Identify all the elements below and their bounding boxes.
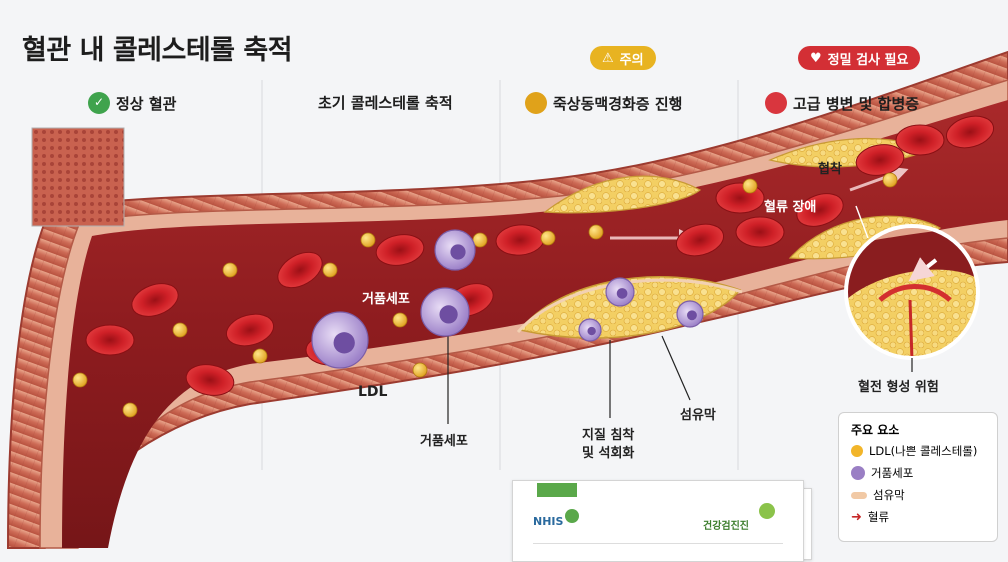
artery-lumen [62,100,1008,548]
stage-normal: ✓ 정상 혈관 [88,92,176,114]
red-blood-cell [277,251,323,289]
stage-advanced-label: 고급 병변 및 합병증 [793,94,920,113]
legend-item-foam-cell: 거품세포 [851,465,913,481]
foam-cell-icon [851,466,865,480]
ldl-particles [72,172,898,418]
stage-progression: 죽상동맥경화증 진행 [525,92,682,114]
red-blood-cell [225,313,275,347]
ldl-particle [172,322,188,338]
red-blood-cell [675,223,725,257]
checkup-logo-icon [759,503,775,519]
foam-cell-nucleus [439,305,458,324]
legend-item-label: 혈류 [867,510,890,524]
blood-flow-arrow-icon: ➜ [851,509,862,525]
upper-plaque [543,175,702,214]
caution-badge-label: 주의 [619,52,644,68]
red-blood-cell [131,283,179,317]
nhis-logo-bar [537,483,577,497]
document-rule [533,543,783,544]
red-blood-cell [375,234,425,266]
ldl-particle [472,232,488,248]
warning-triangle-icon: ⚠ [602,50,614,66]
legend-item-ldl: LDL(나쁜 콜레스테롤) [851,443,977,459]
ldl-particle [882,172,898,188]
stage-advanced: 고급 병변 및 합병증 [765,92,919,114]
stage-normal-label: 정상 혈관 [116,94,177,113]
legend-item-label: LDL(나쁜 콜레스테롤) [869,444,978,458]
red-blood-cell [895,124,945,156]
legend-item-fibrous-cap: 섬유막 [851,487,905,503]
foam-cell-nucleus [616,288,628,299]
stomach-icon [525,92,547,114]
checkup-badge: ♥ 정밀 검사 필요 [798,46,921,70]
foam-cell-nucleus [587,326,596,336]
legend-item-label: 섬유막 [873,488,905,502]
ldl-particle [360,232,376,248]
stage-early: 초기 콜레스테롤 축적 [318,92,453,113]
leader-lines [447,335,913,424]
callout-ldl: LDL [358,384,388,400]
foam-cell-nucleus [333,332,355,354]
callout-fibrous-cap: 섬유막 [680,408,716,423]
heart-pulse-icon: ♥ [810,50,822,66]
ldl-particle-icon [851,445,863,457]
nhis-leaf-icon [565,509,579,523]
legend-box: 주요 요소 LDL(나쁜 콜레스테롤) 거품세포 섬유막 ➜ 혈류 [838,412,998,542]
legend-item-label: 거품세포 [871,466,914,480]
stage-progression-label: 죽상동맥경화증 진행 [553,94,683,113]
caution-badge: ⚠ 주의 [590,46,656,70]
foam-cell-nucleus [450,244,466,260]
callout-flow-disruption: 혈류 장애 [764,200,817,215]
red-blood-cell [185,364,235,396]
ldl-particle [412,362,428,378]
foam-cells [311,229,704,369]
callout-lipid-line1: 지질 침착 [582,428,635,443]
stage-early-label: 초기 콜레스테롤 축적 [318,94,453,112]
legend-title: 주요 요소 [851,423,900,437]
checkup-badge-label: 정밀 검사 필요 [827,52,909,68]
ldl-particle [222,262,238,278]
checkup-logo: 건강검진진 [703,521,749,532]
health-checkup-document: NHIS 건강검진진 [512,480,804,562]
wall-texture-inset [31,127,125,227]
fibrous-cap-icon [851,491,867,499]
ldl-particle [322,262,338,278]
red-blood-cell [796,193,844,227]
red-blood-cell [85,324,135,356]
red-blood-cell [855,144,905,176]
callout-stenosis: 협착 [818,162,842,177]
legend-item-blood-flow: ➜ 혈류 [851,509,889,525]
callout-foam-cell-bottom: 거품세포 [420,434,468,449]
ldl-particle [588,224,604,240]
nhis-logo: NHIS [533,515,564,528]
callout-foam-cell-top: 거품세포 [362,292,410,307]
foam-cell-nucleus [687,310,697,321]
ldl-particle [742,178,758,194]
page-title: 혈관 내 콜레스테롤 축적 [22,35,293,66]
ldl-particle [392,312,408,328]
ldl-particle [252,348,268,364]
red-blood-cell [945,115,995,149]
ldl-particle [72,372,88,388]
red-blood-cells [85,115,995,396]
callout-lipid-line2: 및 석회화 [582,446,635,461]
ldl-particle [540,230,556,246]
red-blood-cell [735,216,785,248]
clipboard-check-icon: ✓ [88,92,110,114]
intestine-icon [765,92,787,114]
ldl-particle [122,402,138,418]
callout-thrombosis-risk: 혈전 형성 위험 [858,380,939,395]
